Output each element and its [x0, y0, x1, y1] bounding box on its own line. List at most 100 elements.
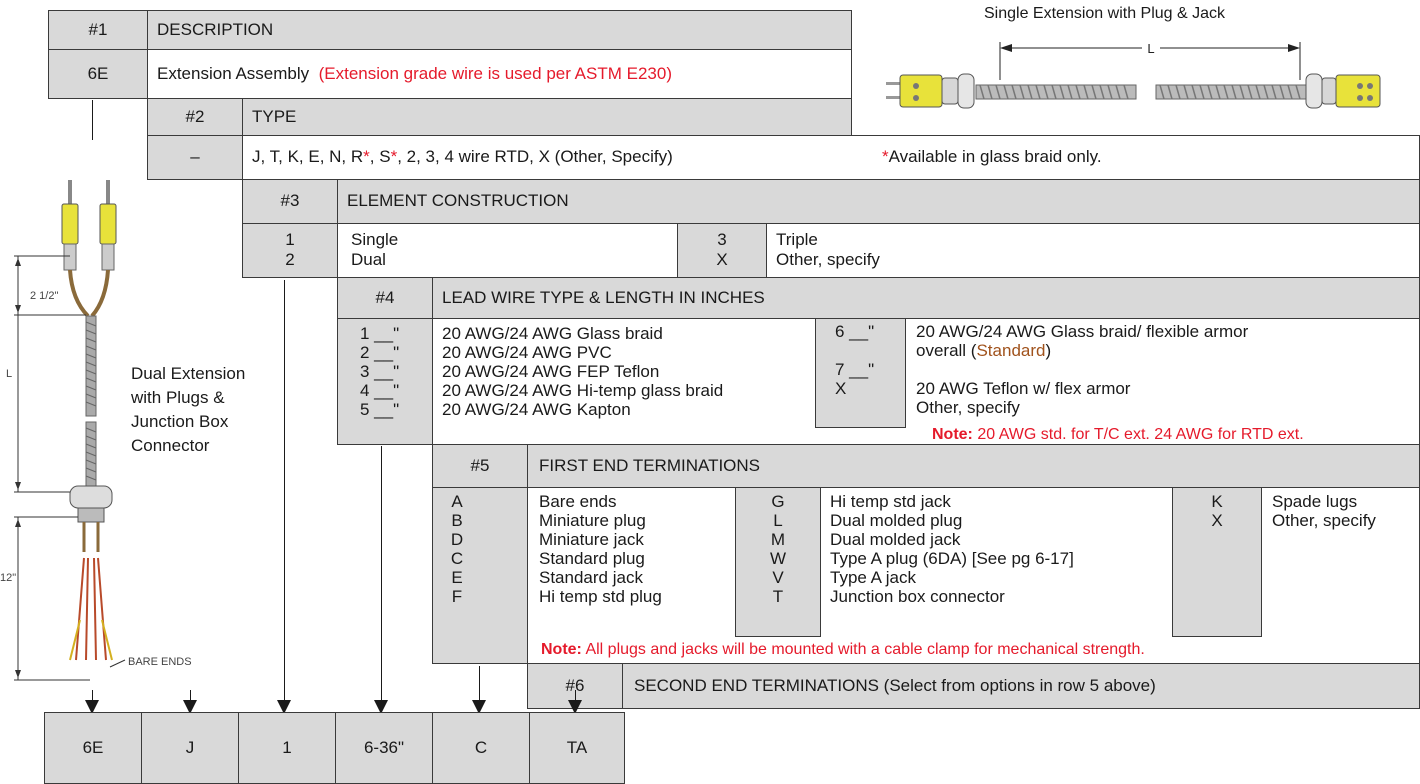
row4-note-label: Note:	[932, 426, 973, 443]
row3-labels-b: Triple Other, specify	[776, 230, 880, 269]
row4-label-b2-post: )	[1045, 341, 1052, 360]
row2-title-cell	[242, 98, 852, 136]
row3-options-cell	[337, 223, 1420, 278]
row2-desc-part: , S	[369, 147, 391, 166]
row5-num: #5	[470, 456, 490, 475]
row5-codes-a: A B D C E F	[450, 492, 464, 606]
row5-note-text: All plugs and jacks will be mounted with…	[585, 641, 1145, 658]
row3-codes-b: 3 X	[716, 230, 728, 269]
row3-code-b-cell	[677, 223, 767, 278]
row4-label-b1: 20 AWG/24 AWG Glass braid/ flexible armo…	[916, 322, 1249, 341]
row2-code: –	[190, 147, 200, 166]
row4-standard-label: Standard	[976, 341, 1046, 360]
row5-labels-b: Hi temp std jack Dual molded plug Dual m…	[830, 492, 1074, 606]
dual-dim-bot: 12"	[0, 572, 17, 584]
row1-note: (Extension grade wire is used per ASTM E…	[318, 64, 672, 83]
row4-note-text: 20 AWG std. for T/C ext. 24 AWG for RTD …	[977, 426, 1304, 443]
arrow-4	[374, 700, 388, 714]
row5-options-cell	[527, 487, 1420, 664]
row4-title: LEAD WIRE TYPE & LENGTH IN INCHES	[442, 288, 765, 307]
row1-desc-text: Extension Assembly	[157, 64, 310, 83]
arrow-3	[277, 700, 291, 714]
row1-title-cell	[147, 10, 852, 50]
row2-desc: J, T, K, E, N, R*, S*, 2, 3, 4 wire RTD,…	[252, 147, 673, 167]
row5-title-cell	[527, 444, 1420, 488]
row5-code-c-cell	[1172, 487, 1262, 637]
row5-codes-c: K X	[1211, 492, 1223, 530]
connector-line-4	[381, 446, 382, 705]
row1-desc: Extension Assembly (Extension grade wire…	[157, 64, 672, 84]
row1-num: #1	[88, 20, 108, 39]
single-extension-caption: Single Extension with Plug & Jack	[984, 5, 1226, 22]
row4-label-b2: overall (Standard)	[916, 341, 1051, 361]
row4-code-b-cell	[815, 318, 906, 428]
row3-code-cell	[242, 223, 338, 278]
row3-codes-a: 1 2	[285, 230, 295, 269]
row4-num: #4	[375, 288, 395, 307]
row5-note: Note: All plugs and jacks will be mounte…	[541, 640, 1145, 660]
row2-code-cell	[147, 135, 243, 180]
example-cell-2: J	[141, 712, 239, 784]
row5-title: FIRST END TERMINATIONS	[539, 456, 761, 475]
row1-desc-cell	[147, 49, 852, 99]
row3-num: #3	[280, 191, 300, 210]
row5-labels-a: Bare ends Miniature plug Miniature jack …	[539, 492, 662, 606]
row6-title: SECOND END TERMINATIONS (Select from opt…	[634, 676, 1156, 695]
connector-line-1	[92, 100, 93, 140]
row2-num: #2	[185, 107, 205, 126]
row1-code-cell	[48, 49, 148, 99]
row2-desc-cell	[242, 135, 1420, 180]
example-cell-4: 6-36"	[335, 712, 433, 784]
example-cell-5: C	[432, 712, 530, 784]
example-cell-1: 6E	[44, 712, 142, 784]
dual-bare-ends-label: BARE ENDS	[128, 656, 192, 668]
row1-code: 6E	[87, 64, 109, 83]
row2-desc-part: J, T, K, E, N, R	[252, 147, 364, 166]
arrow-6	[568, 700, 582, 714]
connector-line-6	[575, 690, 576, 705]
row5-labels-c: Spade lugs Other, specify	[1272, 492, 1376, 530]
row2-title: TYPE	[252, 107, 297, 126]
single-extension-illustration: L	[886, 41, 1381, 109]
dual-dim-top: 2 1/2"	[30, 290, 59, 302]
row4-note: Note: 20 AWG std. for T/C ext. 24 AWG fo…	[932, 425, 1304, 445]
row5-codes-b: G L M W V T	[769, 492, 787, 606]
arrow-2	[183, 700, 197, 714]
row4-codes-b: 6 __" 7 __" X	[835, 322, 875, 398]
row4-codes-a: 1 __" 2 __" 3 __" 4 __" 5 __"	[360, 324, 400, 419]
row2-star: *	[363, 147, 370, 166]
dual-extension-caption: Dual Extension with Plugs & Junction Box…	[131, 364, 246, 455]
row2-note-star: *	[882, 147, 889, 166]
row6-num: #6	[565, 676, 585, 695]
row4-label-b3: 20 AWG Teflon w/ flex armor	[916, 379, 1131, 398]
example-cell-6: TA	[529, 712, 625, 784]
row2-note: *Available in glass braid only.	[882, 147, 1102, 167]
row5-note-label: Note:	[541, 641, 582, 658]
row3-num-cell	[242, 179, 338, 224]
row5-code-cell	[432, 487, 528, 664]
row1-title: DESCRIPTION	[157, 20, 274, 39]
connector-line-2	[190, 690, 191, 706]
row4-options-cell	[432, 318, 1420, 445]
row5-code-b-cell	[735, 487, 821, 637]
arrow-1	[85, 700, 99, 714]
row2-star: *	[390, 147, 398, 166]
row4-code-cell	[337, 318, 433, 445]
row6-title-cell	[622, 663, 1420, 709]
example-cell-3: 1	[238, 712, 336, 784]
row4-label-b4: Other, specify	[916, 398, 1020, 417]
arrow-5	[472, 700, 486, 714]
row2-desc-part: , 2, 3, 4 wire RTD, X (Other, Specify)	[397, 147, 673, 166]
row4-labels-a: 20 AWG/24 AWG Glass braid 20 AWG/24 AWG …	[442, 324, 724, 419]
connector-line-3	[284, 280, 285, 705]
connector-line-5	[479, 666, 480, 705]
row1-num-cell	[48, 10, 148, 50]
row2-note-text: Available in glass braid only.	[888, 147, 1102, 166]
dual-dim-mid: L	[6, 368, 13, 380]
row3-title: ELEMENT CONSTRUCTION	[347, 191, 569, 210]
row3-labels-a: Single Dual	[351, 230, 399, 269]
connector-line-1	[92, 690, 93, 706]
single-dim-label: L	[1147, 41, 1154, 56]
row4-label-b2-pre: overall (	[916, 341, 977, 360]
dual-extension-illustration	[14, 180, 126, 681]
